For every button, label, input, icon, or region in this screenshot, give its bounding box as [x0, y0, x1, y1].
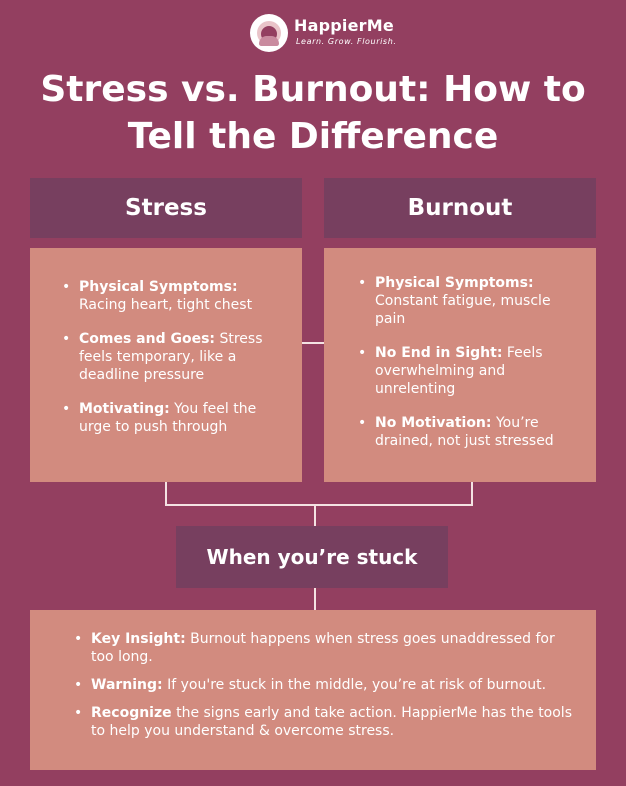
list-item: No Motivation: You’re drained, not just … [358, 414, 582, 450]
connector-right-drop [471, 482, 473, 506]
connector-to-insight [314, 588, 316, 610]
list-item: Warning: If you're stuck in the middle, … [74, 676, 576, 694]
list-item: Physical Symptoms: Constant fatigue, mus… [358, 274, 582, 328]
brand-name: HappierMe [294, 16, 394, 35]
burnout-panel: Physical Symptoms: Constant fatigue, mus… [324, 248, 596, 482]
burnout-heading: Burnout [324, 178, 596, 238]
list-item: Recognize the signs early and take actio… [74, 704, 576, 740]
insight-panel: Key Insight: Burnout happens when stress… [30, 610, 596, 770]
brand-logo-icon [250, 14, 288, 52]
list-item: Key Insight: Burnout happens when stress… [74, 630, 576, 666]
list-item: Motivating: You feel the urge to push th… [62, 400, 288, 436]
connector-horizontal [165, 504, 473, 506]
page-title: Stress vs. Burnout: How to Tell the Diff… [40, 69, 586, 157]
list-item: No End in Sight: Feels overwhelming and … [358, 344, 582, 398]
connector-middle [302, 342, 324, 344]
list-item: Comes and Goes: Stress feels temporary, … [62, 330, 288, 384]
stress-heading: Stress [30, 178, 302, 238]
stress-panel: Physical Symptoms: Racing heart, tight c… [30, 248, 302, 482]
stuck-heading: When you’re stuck [176, 526, 448, 588]
connector-left-drop [165, 482, 167, 506]
list-item: Physical Symptoms: Racing heart, tight c… [62, 278, 288, 314]
connector-to-stuck [314, 504, 316, 526]
brand-tagline: Learn. Grow. Flourish. [296, 37, 397, 46]
